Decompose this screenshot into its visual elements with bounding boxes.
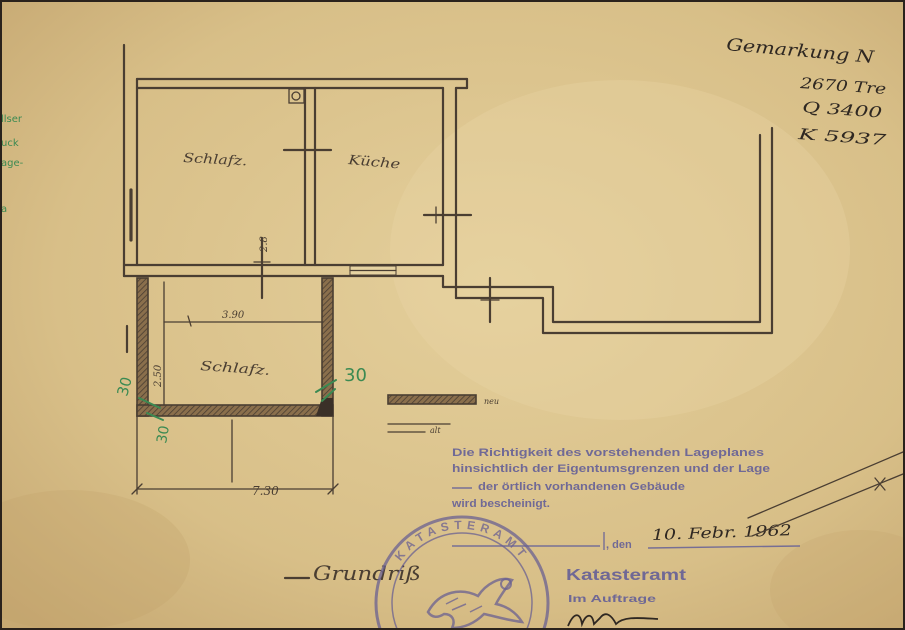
green-mark-left: 30 <box>113 375 135 398</box>
seal-outer-ring <box>374 515 550 630</box>
diagonal-line <box>751 473 904 537</box>
margin-note-line: llser <box>1 114 23 125</box>
diagonal-line <box>747 451 904 519</box>
margin-note-line: uck <box>1 138 19 149</box>
seal-eagle <box>426 577 525 630</box>
diagonal-marks <box>747 451 904 537</box>
green-strokes <box>138 397 164 421</box>
paper-stain <box>390 80 850 420</box>
margin-note: llser uck age- a <box>1 114 24 215</box>
room-label-bedroom-lower: Schlafz. <box>200 359 271 379</box>
green-annotations: 30 30 30 <box>113 365 366 445</box>
margin-note-line: age- <box>1 158 24 169</box>
document-title: Grundriß <box>313 561 421 585</box>
legend-old-label: alt <box>430 426 441 435</box>
legend-new-label: neu <box>484 397 499 406</box>
seal-inner-ring <box>391 532 533 630</box>
dimension-overall-width: 7.30 <box>252 484 279 498</box>
annex-outer-line <box>454 126 774 335</box>
wall-new-left <box>136 277 149 417</box>
annex-outline <box>441 126 774 335</box>
signature <box>567 613 659 628</box>
cross-mark <box>874 477 886 491</box>
paper-stain <box>0 490 190 630</box>
room-label-kitchen: Küche <box>346 153 401 173</box>
seal-eagle-feathers <box>445 597 483 613</box>
dimensions: 2.8 3.90 2.50 7.30 <box>131 236 339 498</box>
green-strokes <box>315 379 337 402</box>
chimney-box <box>288 88 305 104</box>
certification-stamp: Die Richtigkeit des vorstehenden Lagepla… <box>451 447 801 628</box>
certification-line: der örtlich vorhandenen Gebäude <box>478 481 685 493</box>
dimension-room-depth: 2.50 <box>153 364 164 388</box>
on-behalf-label: Im Auftrage <box>568 593 656 605</box>
walls-existing <box>122 43 469 354</box>
header-note-line: Q 3400 <box>802 98 884 122</box>
office-name: Katasteramt <box>566 567 687 584</box>
walls-new <box>136 277 334 417</box>
legend: neu alt <box>387 394 499 435</box>
dimension-tick <box>327 483 339 495</box>
wall-new-corner <box>316 398 333 416</box>
dimension-tick <box>131 483 143 495</box>
date-underline <box>647 545 801 549</box>
certification-date: 10. Febr. 1962 <box>652 521 793 544</box>
seal-eagle-head <box>500 578 512 590</box>
certification-line: hinsichtlich der Eigentumsgrenzen und de… <box>452 463 770 475</box>
dimension-tick <box>187 315 192 327</box>
date-prefix: , den <box>606 539 632 551</box>
certification-line: Die Richtigkeit des vorstehenden Lagepla… <box>452 447 764 459</box>
door-marks <box>253 148 500 324</box>
green-mark-right: 30 <box>344 365 367 386</box>
dimension-door-width: 2.8 <box>259 236 270 253</box>
paper-stain <box>770 530 905 630</box>
margin-note-line: a <box>1 204 7 215</box>
chimney-flue <box>291 91 301 101</box>
annex-inner-line <box>441 133 762 324</box>
dimension-room-width: 3.90 <box>222 310 245 321</box>
legend-new-swatch <box>387 394 477 405</box>
certification-line: wird bescheinigt. <box>451 498 550 510</box>
room-label-bedroom-upper: Schlafz. <box>183 151 248 169</box>
green-mark-bottom: 30 <box>154 424 173 444</box>
wall-new-bottom <box>136 404 334 417</box>
